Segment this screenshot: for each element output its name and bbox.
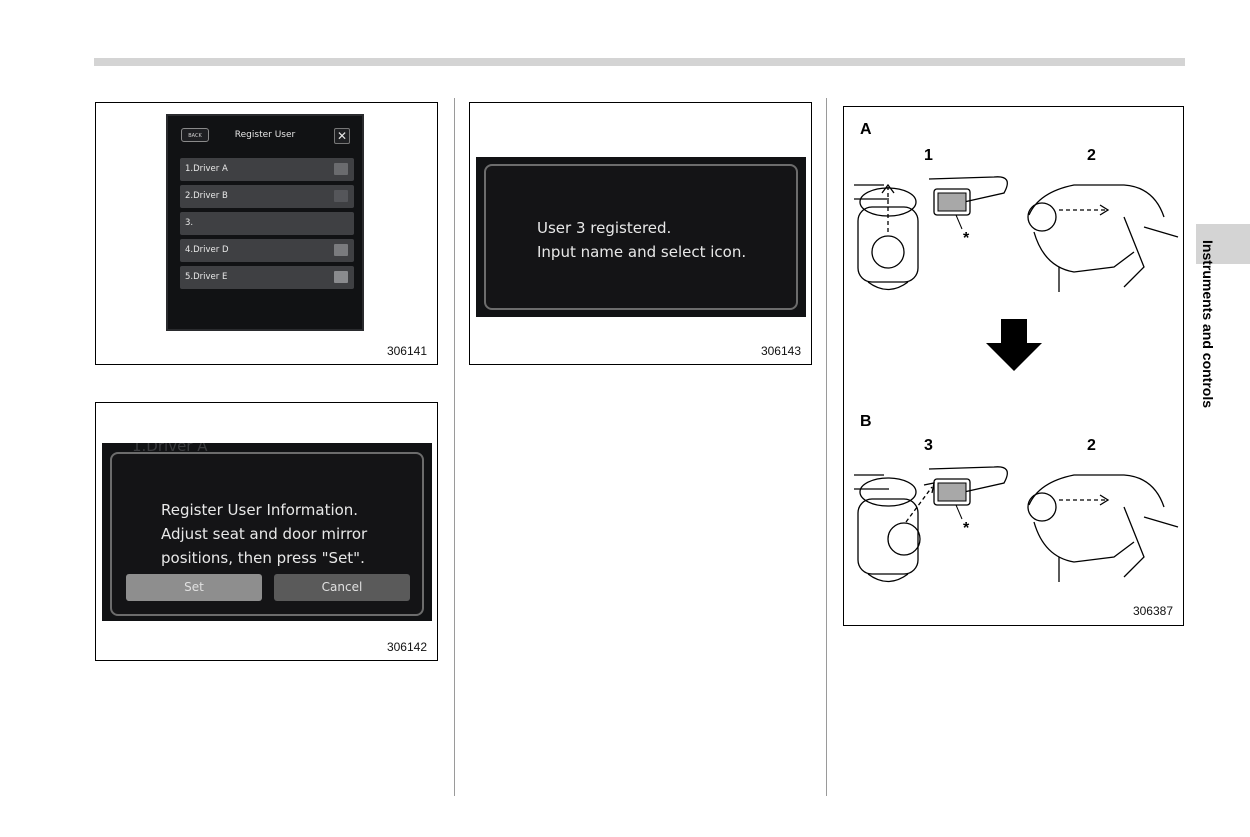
asterisk-bottom: * — [963, 520, 970, 537]
user-row-label: 1.Driver A — [185, 164, 228, 174]
user-row-5[interactable]: 5.Driver E — [180, 266, 354, 289]
section-tab-label: Instruments and controls — [1200, 240, 1216, 450]
section-tab — [1196, 224, 1250, 264]
header-rule — [94, 58, 1185, 66]
user-row-label: 5.Driver E — [185, 272, 228, 282]
screen-header: BACK Register User ✕ — [168, 116, 362, 150]
figure-register-user: BACK Register User ✕ 1.Driver A 2.Driver… — [95, 102, 438, 365]
user-row-2[interactable]: 2.Driver B — [180, 185, 354, 208]
close-icon: ✕ — [336, 129, 348, 143]
back-button[interactable]: BACK — [181, 128, 209, 142]
user-row-4[interactable]: 4.Driver D — [180, 239, 354, 262]
dialog-line-2: Input name and select icon. — [537, 243, 747, 261]
set-button[interactable]: Set — [126, 574, 262, 601]
figure-number: 306143 — [760, 344, 801, 358]
user-icon — [334, 271, 348, 283]
column-divider-1 — [454, 98, 455, 796]
user-registered-dialog: User 3 registered. Input name and select… — [484, 164, 798, 310]
user-icon — [334, 244, 348, 256]
user-icon — [334, 190, 348, 202]
user-icon — [334, 163, 348, 175]
figure-number: 306142 — [386, 640, 427, 654]
column-divider-2 — [826, 98, 827, 796]
register-info-screen: 1.Driver A Register User Information. Ad… — [102, 443, 432, 621]
label-2-bottom: 2 — [1087, 437, 1096, 454]
dialog-line-2: Adjust seat and door mirror — [161, 525, 368, 543]
user-row-label: 3. — [185, 218, 194, 228]
section-tab-text: Instruments and controls — [1200, 240, 1216, 409]
user-registered-screen: User 3 registered. Input name and select… — [476, 157, 806, 317]
register-user-screen: BACK Register User ✕ 1.Driver A 2.Driver… — [166, 114, 364, 331]
label-3: 3 — [924, 437, 933, 454]
label-a: A — [860, 121, 872, 138]
seat-mirror-illustration: * * — [854, 176, 1179, 583]
close-button[interactable]: ✕ — [334, 128, 350, 144]
register-info-dialog: Register User Information. Adjust seat a… — [110, 452, 424, 616]
back-label: BACK — [188, 133, 202, 139]
label-1: 1 — [924, 147, 933, 164]
screen-title: Register User — [234, 130, 296, 140]
user-row-1[interactable]: 1.Driver A — [180, 158, 354, 181]
cancel-button[interactable]: Cancel — [274, 574, 410, 601]
figure-number: 306141 — [386, 344, 427, 358]
asterisk-top: * — [963, 230, 970, 247]
dialog-line-1: Register User Information. — [161, 501, 359, 519]
user-row-3[interactable]: 3. — [180, 212, 354, 235]
dialog-line-3: positions, then press "Set". — [161, 549, 365, 567]
figure-register-info: 1.Driver A Register User Information. Ad… — [95, 402, 438, 661]
figure-user-registered: User 3 registered. Input name and select… — [469, 102, 812, 365]
figure-number: 306387 — [1132, 604, 1173, 618]
user-row-label: 2.Driver B — [185, 191, 228, 201]
label-2-top: 2 — [1087, 147, 1096, 164]
figure-seat-illustration: A 1 2 * — [843, 106, 1184, 626]
label-b: B — [860, 413, 872, 430]
dialog-line-1: User 3 registered. — [537, 219, 672, 237]
user-row-label: 4.Driver D — [185, 245, 229, 255]
